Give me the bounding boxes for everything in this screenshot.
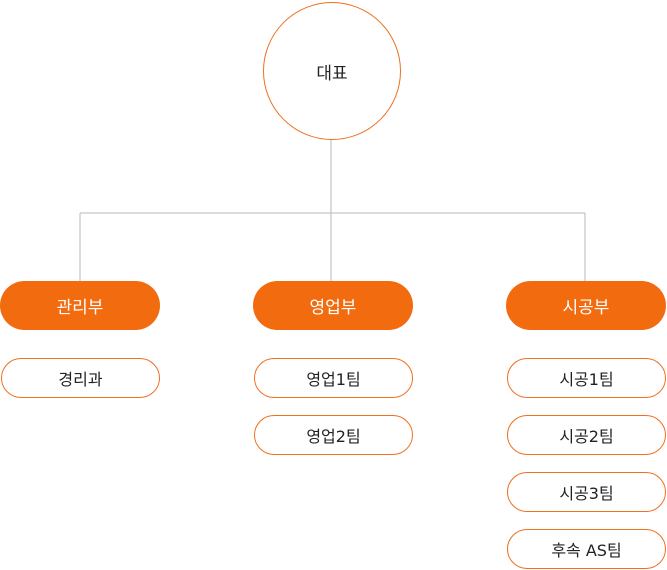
team-sales-2: 영업2팀 bbox=[254, 415, 413, 455]
team-sales-1: 영업1팀 bbox=[254, 358, 413, 398]
ceo-node: 대표 bbox=[263, 2, 401, 140]
dept-construction: 시공부 bbox=[506, 281, 666, 330]
team-label: 후속 AS팀 bbox=[551, 541, 622, 560]
dept-management: 관리부 bbox=[0, 281, 160, 330]
team-accounting: 경리과 bbox=[1, 358, 160, 398]
team-label: 시공3팀 bbox=[559, 484, 614, 503]
team-label: 영업2팀 bbox=[306, 427, 361, 446]
dept-label: 시공부 bbox=[562, 298, 610, 318]
dept-label: 영업부 bbox=[309, 298, 357, 318]
team-label: 영업1팀 bbox=[306, 370, 361, 389]
team-label: 시공1팀 bbox=[559, 370, 614, 389]
team-construction-3: 시공3팀 bbox=[507, 472, 666, 512]
team-construction-2: 시공2팀 bbox=[507, 415, 666, 455]
dept-sales: 영업부 bbox=[253, 281, 413, 330]
team-label: 시공2팀 bbox=[559, 427, 614, 446]
dept-label: 관리부 bbox=[56, 298, 104, 318]
team-after-service: 후속 AS팀 bbox=[507, 529, 666, 569]
team-label: 경리과 bbox=[58, 370, 103, 389]
team-construction-1: 시공1팀 bbox=[507, 358, 666, 398]
ceo-label: 대표 bbox=[316, 63, 348, 84]
